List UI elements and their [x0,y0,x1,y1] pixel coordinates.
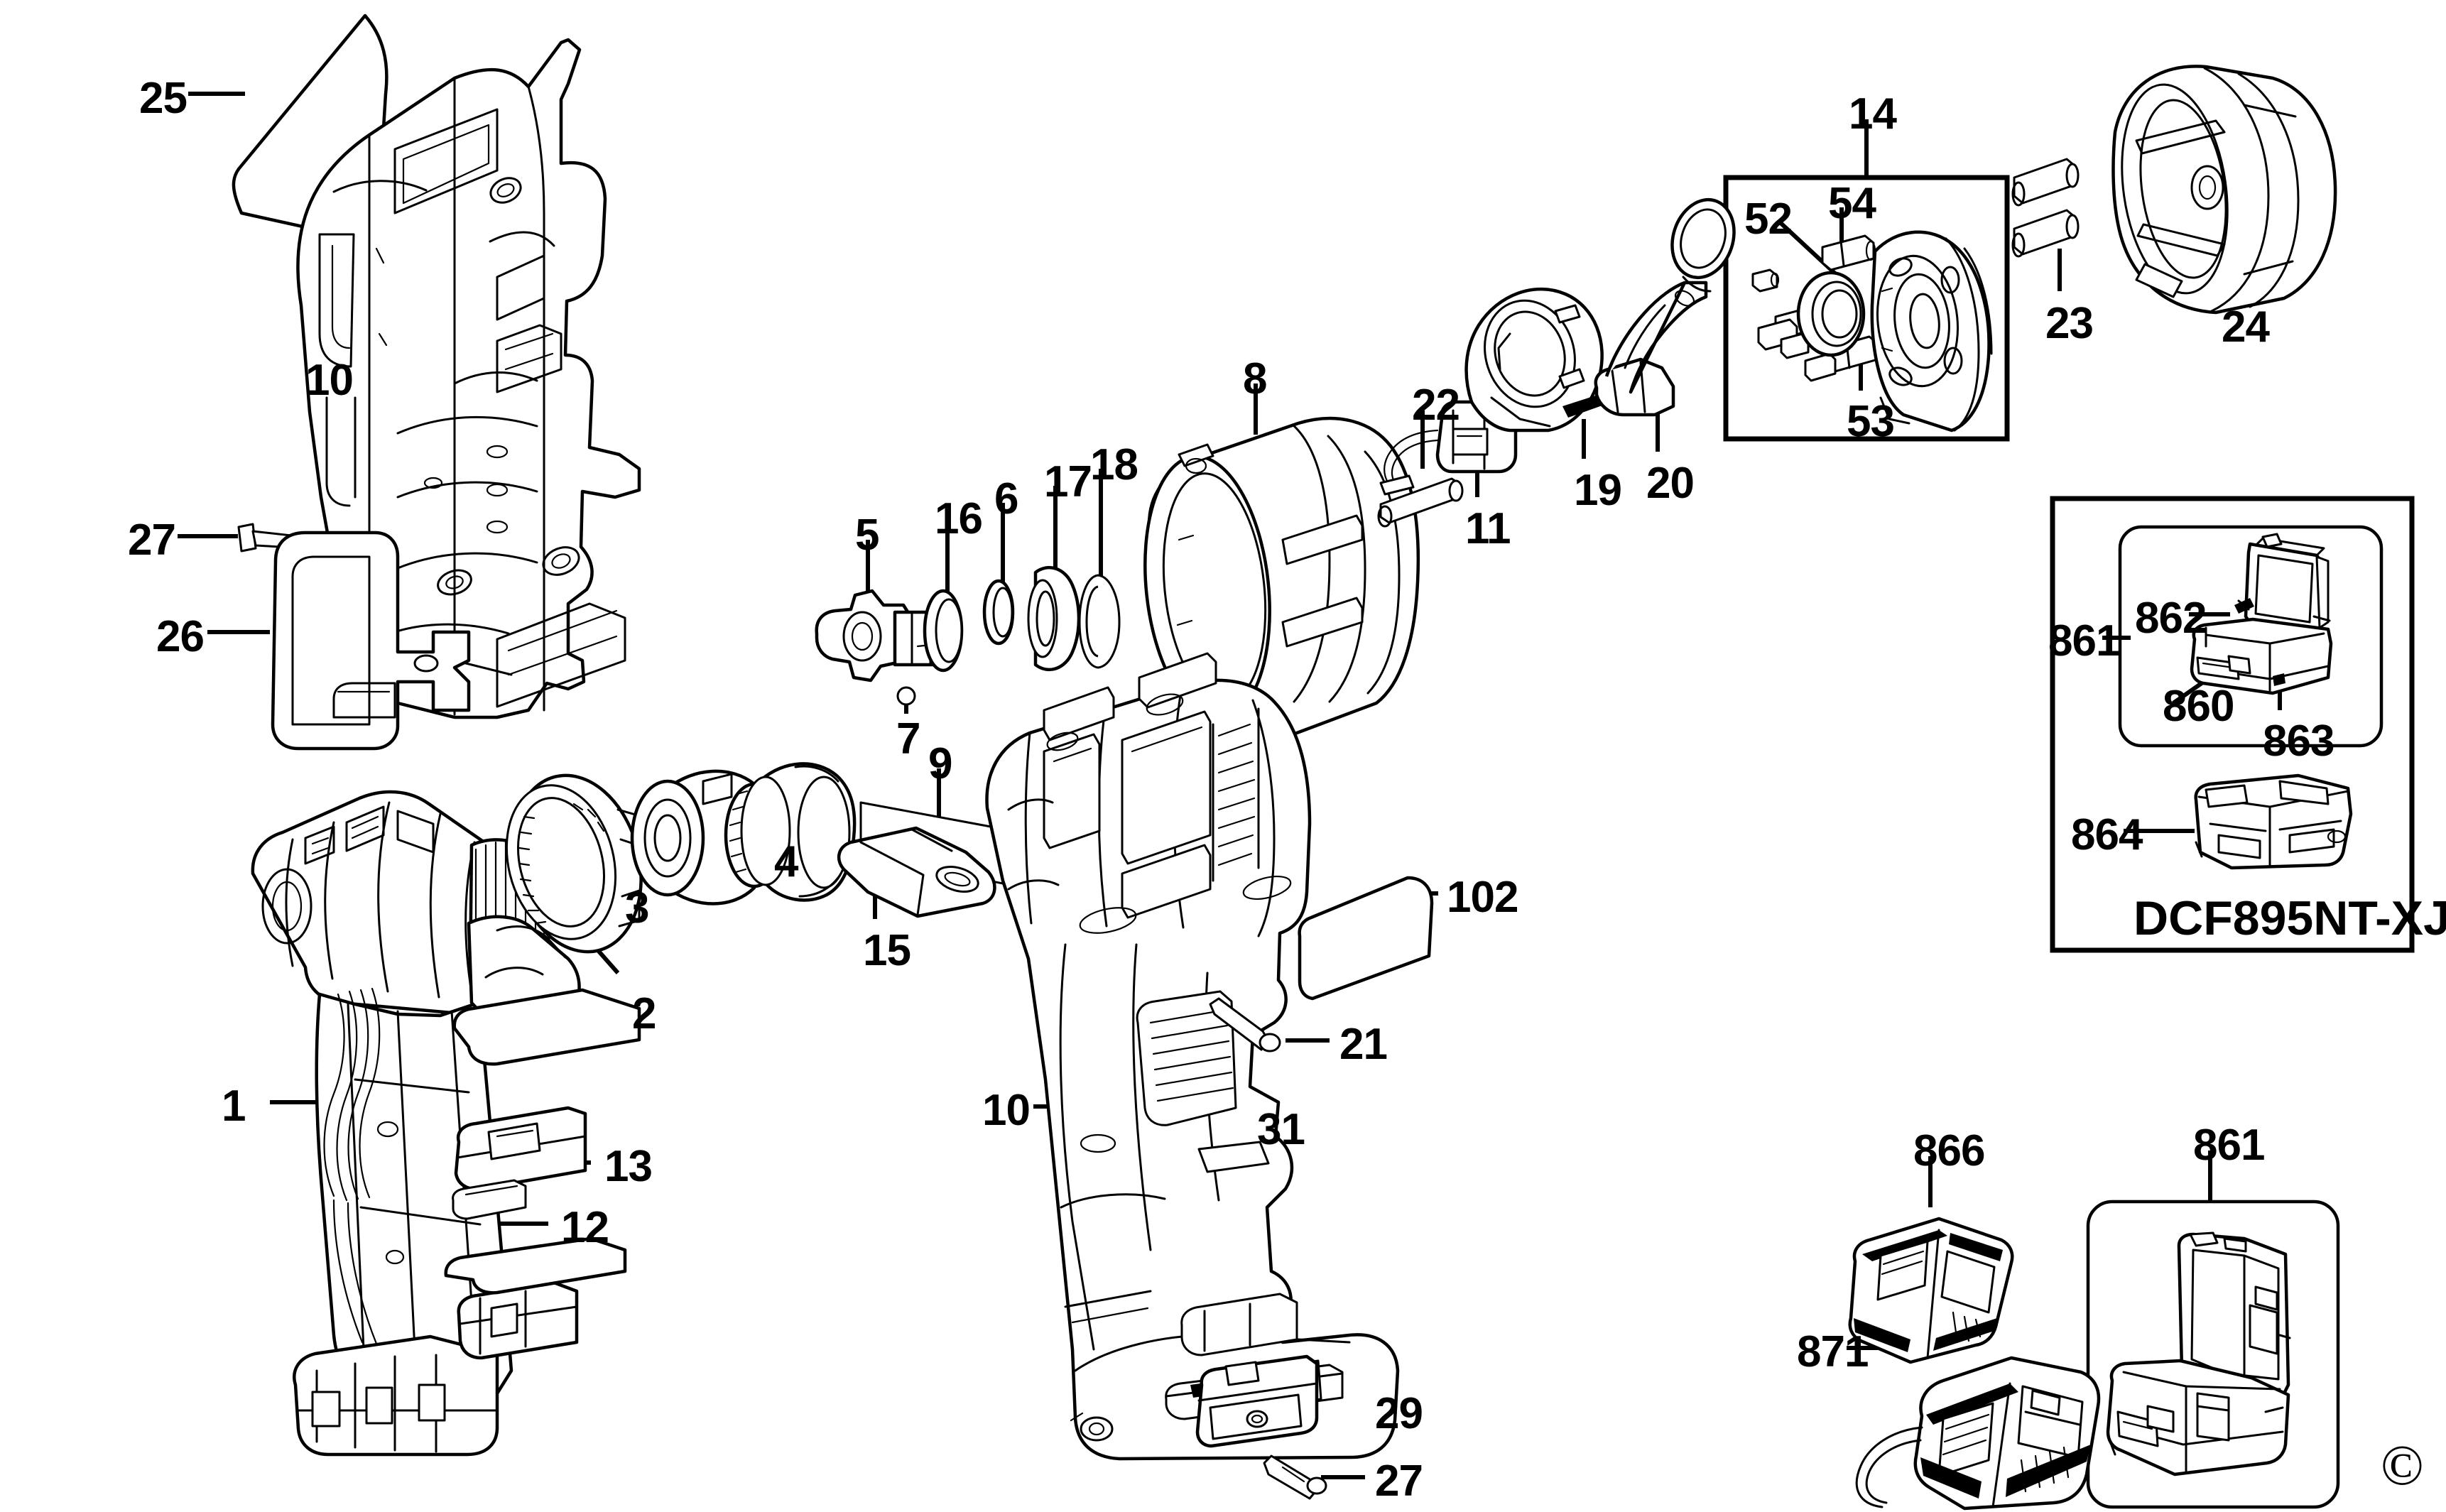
part-23-roll-pins [2011,158,2080,258]
callout-861-panel: 861 [2048,616,2120,665]
callout-861-bottom: 861 [2193,1121,2265,1170]
panel-14-contents [1751,230,1993,433]
callout-864: 864 [2071,810,2143,859]
part-31-rating-label [1197,1141,1270,1173]
callout-862: 862 [2135,594,2207,643]
callout-1: 1 [222,1082,246,1131]
callout-863: 863 [2263,717,2334,766]
callout-21: 21 [1339,1020,1388,1069]
callout-10-right: 10 [982,1086,1031,1135]
part-871-battery-charger [1855,1356,2101,1511]
part-6-thrust-washer [982,579,1015,646]
part-861-carry-case-top [2190,533,2333,695]
part-7-steel-ball [896,686,916,706]
callout-3: 3 [625,883,649,932]
callout-20: 20 [1646,459,1695,508]
callout-53: 53 [1847,397,1895,446]
part-4-gearcase [740,762,857,902]
callout-22: 22 [1412,381,1460,430]
callout-2: 2 [632,989,656,1038]
part-15-belt-strap [837,826,996,918]
callout-11: 11 [1465,504,1511,553]
callout-14: 14 [1849,89,1897,138]
part-21-screw [1209,997,1281,1053]
callout-27-top: 27 [128,516,176,565]
part-22-dowel-pin [1377,477,1464,528]
part-27-screw-lower [1263,1454,1327,1500]
copyright-icon: © [2381,1435,2424,1497]
callout-5: 5 [855,511,879,560]
panel-boxes [1723,175,2415,1509]
callout-18: 18 [1090,440,1138,489]
callout-23: 23 [2045,299,2094,348]
part-102-decal [1298,876,1434,1001]
part-16-spacer-ring [923,589,964,673]
part-29-battery-latch-cover [1195,1354,1319,1448]
callout-9: 9 [928,739,952,788]
callout-16: 16 [935,494,983,543]
callout-29: 29 [1375,1389,1423,1438]
part-10-housing-right [985,652,1400,1461]
callout-866: 866 [1913,1126,1985,1175]
part-866-battery-pack [1848,1217,2014,1364]
callout-8: 8 [1243,354,1267,403]
model-number-label: DCF895NT-XJ [2134,891,2446,945]
part-13-switch-cover [454,1106,587,1191]
callout-6: 6 [994,474,1018,523]
callout-12: 12 [561,1203,609,1252]
callout-860: 860 [2163,682,2234,731]
callout-17: 17 [1044,457,1092,506]
part-24-motor-end-cap [2111,65,2337,315]
callout-4: 4 [774,837,798,886]
callout-27-bottom: 27 [1375,1457,1423,1506]
part-12-contact-strip [452,1179,527,1220]
callout-19: 19 [1574,466,1622,515]
part-1-motor-housing-assembly [251,790,641,1457]
part-18-retaining-ring [1078,574,1121,669]
callout-52: 52 [1744,195,1793,244]
callout-102: 102 [1447,873,1518,922]
callout-7: 7 [896,714,920,763]
part-3-ring-gear [505,773,643,954]
part-864-case-insert-tray [2194,773,2353,870]
callout-26: 26 [156,612,205,661]
callout-871: 871 [1797,1327,1869,1376]
part-11-trigger-switch [1379,287,1604,496]
part-17-bearing-retainer [1027,565,1081,672]
part-26-belt-clip [271,531,471,751]
part-861-carry-case-bottom [2106,1231,2291,1476]
callout-10-top: 10 [305,356,354,405]
callout-24: 24 [2222,303,2270,352]
callout-54: 54 [1828,179,1876,228]
part-20-forward-reverse-lever [1594,197,1736,417]
callout-13: 13 [604,1142,653,1191]
callout-31: 31 [1257,1105,1305,1154]
callout-25: 25 [139,74,187,123]
callout-15: 15 [863,926,911,975]
